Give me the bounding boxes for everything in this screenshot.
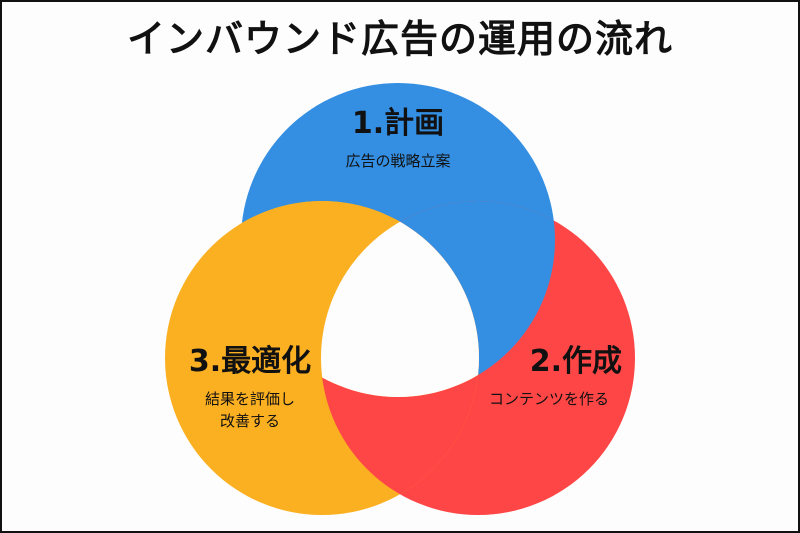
step-creation: 2.作成 コンテンツを作る: [464, 336, 634, 410]
step-planning: 1.計画 広告の戦略立案: [298, 98, 498, 172]
step-creation-description: コンテンツを作る: [488, 390, 609, 408]
step-planning-description: 広告の戦略立案: [345, 152, 451, 170]
step-planning-heading: 1.計画: [351, 106, 445, 141]
step-optimization-description-line2: 改善する: [219, 412, 280, 430]
step-optimization-description-line1: 結果を評価し: [204, 390, 295, 408]
step-creation-heading: 2.作成: [529, 344, 622, 379]
step-optimization: 3.最適化 結果を評価し 改善する: [170, 336, 330, 432]
step-optimization-heading: 3.最適化: [188, 344, 312, 379]
diagram-title: インバウンド広告の運用の流れ: [126, 17, 673, 61]
center-intersection: [321, 201, 479, 397]
